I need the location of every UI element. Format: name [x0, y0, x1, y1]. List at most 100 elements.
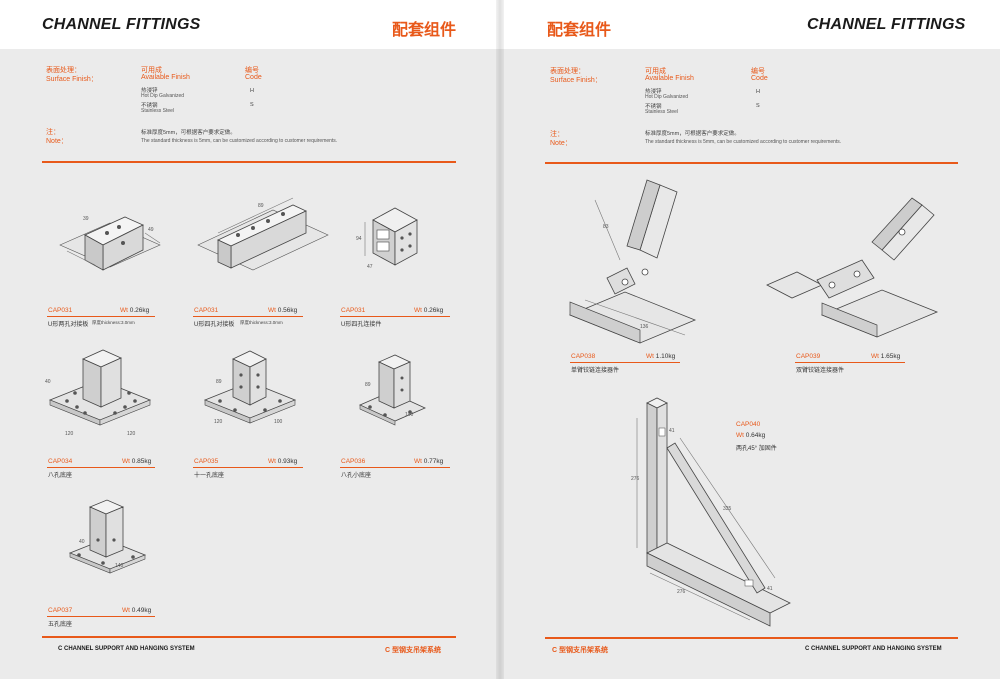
- svg-text:89: 89: [365, 382, 371, 388]
- finish-ss-cn: 不锈钢: [141, 103, 158, 109]
- product-rule: [795, 362, 905, 363]
- svg-text:140: 140: [405, 412, 414, 418]
- code-label-cn: 编号: [751, 68, 765, 75]
- page-title: CHANNEL FITTINGS: [807, 16, 966, 33]
- cap035-base-drawing: 89 120 100: [203, 350, 297, 425]
- product-name: U形两孔对接板: [48, 322, 89, 328]
- svg-text:89: 89: [216, 379, 222, 385]
- product-code: CAP034: [48, 458, 73, 465]
- svg-text:40: 40: [45, 379, 51, 385]
- available-finish-en: Available Finish: [645, 75, 694, 82]
- available-finish-en: Available Finish: [141, 74, 190, 81]
- product-weight: Wt 0.64kg: [736, 432, 766, 439]
- footer-title-cn: C 型钢支吊架系统: [385, 647, 441, 654]
- finish-hdg-en: Hot Dip Galvanized: [141, 93, 185, 99]
- finish-label-en: Surface Finish：: [46, 76, 98, 83]
- note-text-cn: 标准厚度5mm，可根据客户要求定做。: [645, 131, 740, 137]
- svg-text:136: 136: [640, 324, 649, 330]
- product-code: CAP031: [48, 307, 73, 314]
- product-name: U形四孔连接件: [341, 322, 382, 328]
- svg-text:94: 94: [356, 236, 362, 242]
- cap037-base-drawing: 40 140: [68, 499, 147, 574]
- product-rule: [570, 362, 680, 363]
- svg-text:276: 276: [677, 589, 686, 595]
- page-title-cn: 配套组件: [392, 22, 457, 39]
- product-name: 两孔45° 加固件: [736, 446, 777, 452]
- product-name: 八孔小底座: [341, 473, 372, 479]
- product-weight: Wt 0.93kg: [268, 458, 298, 465]
- svg-text:120: 120: [127, 431, 136, 437]
- finish-ss-cn: 不锈钢: [645, 104, 662, 110]
- product-weight: Wt 1.65kg: [871, 353, 901, 360]
- product-rule: [340, 467, 450, 468]
- product-code: CAP040: [736, 421, 761, 428]
- left-header: CHANNEL FITTINGS 配套组件: [0, 0, 500, 49]
- svg-text:120: 120: [214, 419, 223, 425]
- finish-ss-code: S: [756, 103, 760, 109]
- note-label-cn: 注：: [46, 129, 60, 136]
- svg-text:140: 140: [115, 563, 124, 569]
- cap034-base-drawing: 40 120 120: [45, 349, 152, 437]
- cap031-connector-drawing: 94 47: [356, 207, 418, 270]
- available-finish-cn: 可用成: [141, 67, 162, 74]
- product-note: 厚度thickness:3.0mm: [92, 320, 135, 325]
- finish-label-cn: 表面处理：: [46, 67, 81, 74]
- product-name: 单臂铰链连接器件: [571, 368, 620, 374]
- svg-text:83: 83: [603, 224, 609, 230]
- svg-text:49: 49: [148, 227, 154, 233]
- section-divider: [545, 162, 958, 164]
- svg-text:89: 89: [258, 203, 264, 209]
- footer-title: C CHANNEL SUPPORT AND HANGING SYSTEM: [58, 646, 195, 652]
- finish-label-en: Surface Finish：: [550, 77, 602, 84]
- footer-divider: [545, 637, 958, 639]
- product-code: CAP031: [341, 307, 366, 314]
- finish-hdg-en: Hot Dip Galvanized: [645, 94, 689, 100]
- product-weight: Wt 0.26kg: [120, 307, 150, 314]
- cap040-bracket-drawing: 276 335 276 41 41: [631, 397, 791, 627]
- product-weight: Wt 0.56kg: [268, 307, 298, 314]
- product-name: 十一孔底座: [194, 473, 225, 479]
- finish-ss-en: Stainless Steel: [645, 109, 679, 115]
- finish-hdg-cn: 热浸锌: [645, 89, 662, 95]
- svg-text:276: 276: [631, 476, 640, 482]
- product-rule: [193, 316, 303, 317]
- note-text-en: The standard thickness is 5mm, can be cu…: [141, 138, 338, 144]
- note-text-cn: 标准厚度5mm，可根据客户要求定做。: [141, 130, 236, 136]
- finish-ss-code: S: [250, 102, 254, 108]
- cap039-hinge-drawing: [766, 197, 939, 338]
- svg-text:41: 41: [669, 428, 675, 434]
- product-code: CAP036: [341, 458, 366, 465]
- product-name: 五孔底座: [48, 622, 73, 628]
- product-note: 厚度thickness:3.0mm: [240, 320, 283, 325]
- svg-text:40: 40: [79, 539, 85, 545]
- code-label-en: Code: [245, 74, 262, 81]
- product-weight: Wt 0.49kg: [122, 607, 152, 614]
- svg-text:41: 41: [767, 586, 773, 592]
- finish-hdg-code: H: [756, 89, 760, 95]
- product-rule: [340, 316, 450, 317]
- right-header: 配套组件 CHANNEL FITTINGS: [500, 0, 1000, 49]
- product-code: CAP039: [796, 353, 821, 360]
- finish-hdg-cn: 热浸锌: [141, 88, 158, 94]
- right-page: 配套组件 CHANNEL FITTINGS 表面处理： Surface Fini…: [500, 0, 1000, 679]
- product-code: CAP031: [194, 307, 219, 314]
- svg-text:335: 335: [723, 506, 732, 512]
- cap038-hinge-drawing: 83 136: [568, 179, 697, 344]
- left-page: CHANNEL FITTINGS 配套组件 表面处理： Surface Fini…: [0, 0, 500, 654]
- product-code: CAP037: [48, 607, 73, 614]
- page-title: CHANNEL FITTINGS: [42, 16, 201, 33]
- product-code: CAP038: [571, 353, 596, 360]
- note-label-en: Note：: [46, 138, 68, 145]
- cap036-base-drawing: 89 140: [359, 354, 426, 426]
- product-name: U形四孔对接板: [194, 322, 235, 328]
- product-name: 双臂铰链连接器件: [796, 368, 845, 374]
- product-weight: Wt 0.85kg: [122, 458, 152, 465]
- cap031-two-hole-drawing: 39 49: [59, 216, 161, 271]
- available-finish-cn: 可用成: [645, 68, 666, 75]
- product-weight: Wt 0.77kg: [414, 458, 444, 465]
- code-label-en: Code: [751, 75, 768, 82]
- footer-title: C CHANNEL SUPPORT AND HANGING SYSTEM: [805, 646, 942, 652]
- svg-text:47: 47: [367, 264, 373, 270]
- product-weight: Wt 1.10kg: [646, 353, 676, 360]
